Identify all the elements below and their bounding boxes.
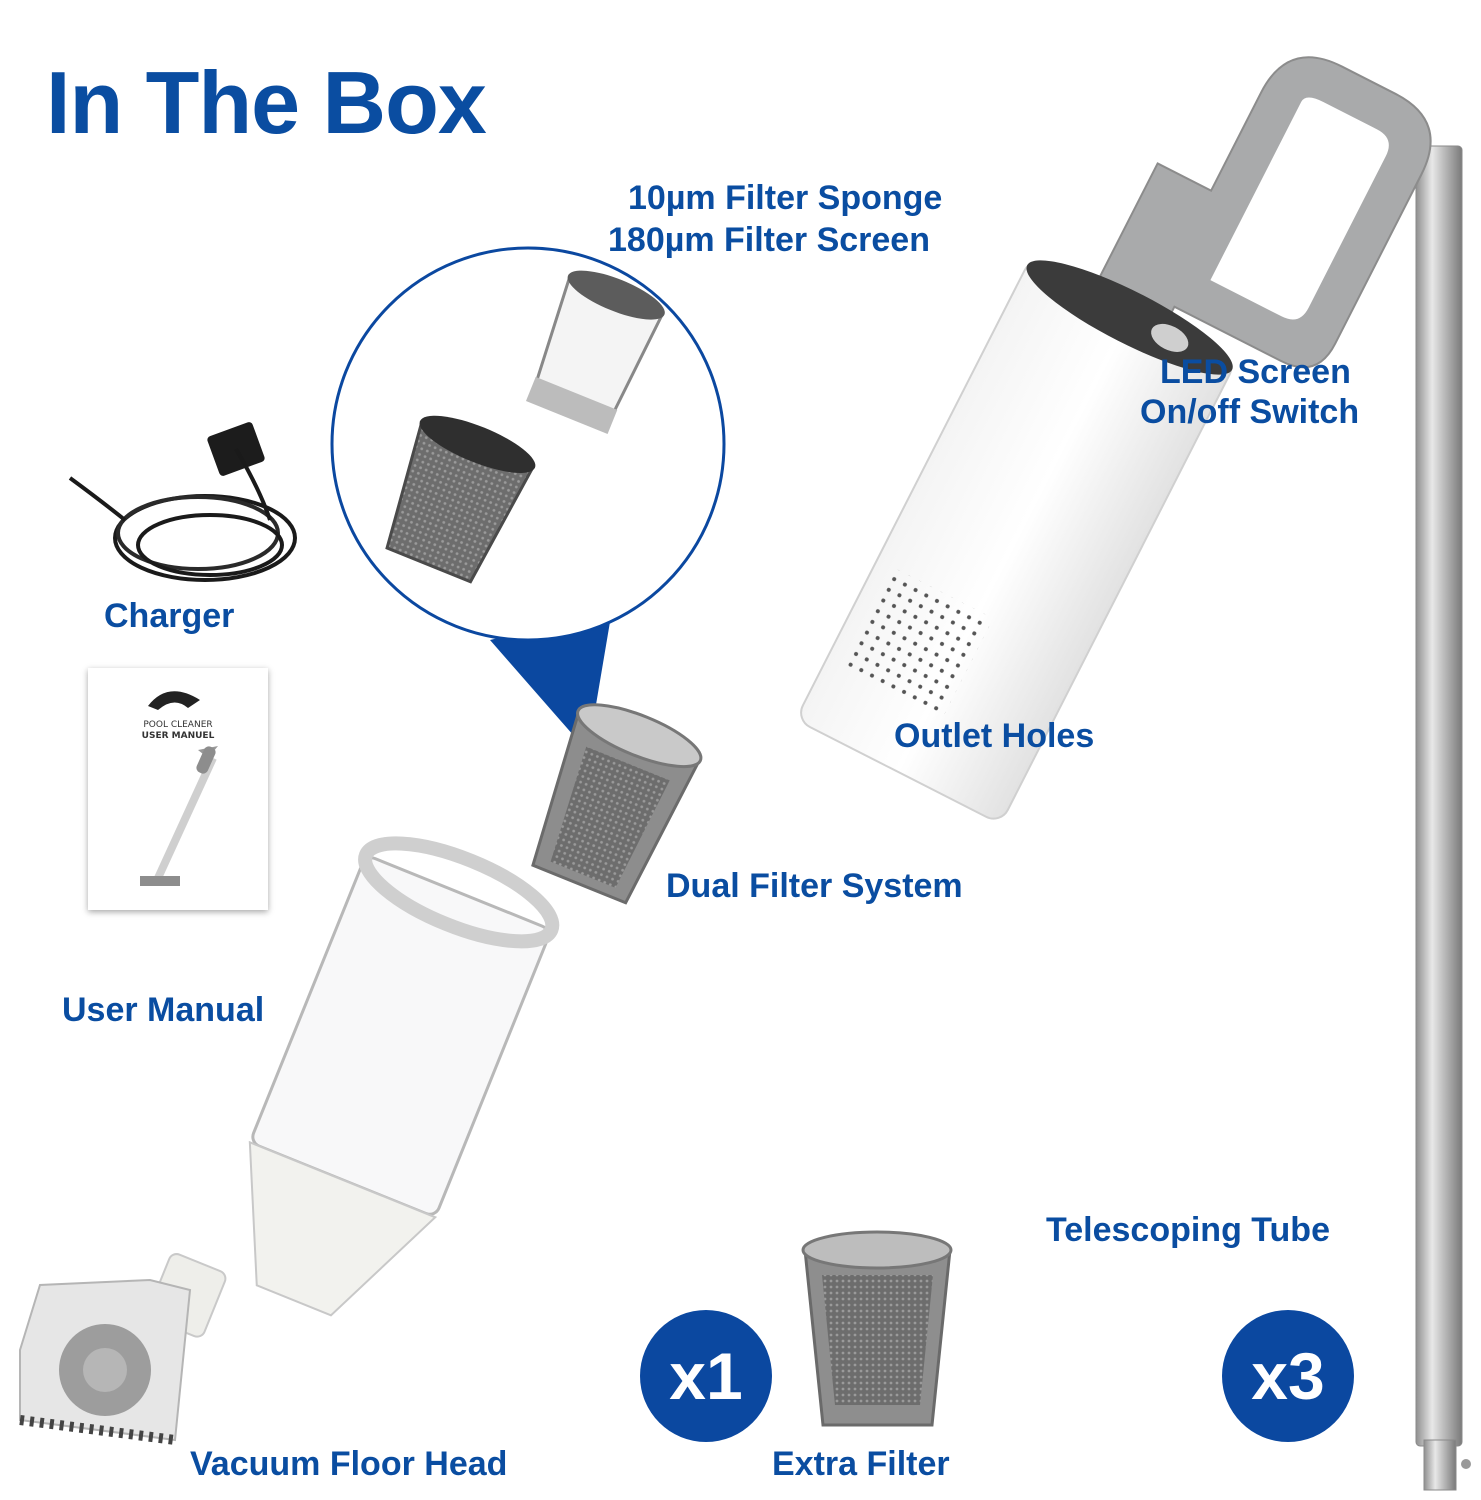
user-manual-booklet: POOL CLEANER USER MANUEL xyxy=(88,668,268,910)
manual-cover-line1: POOL CLEANER xyxy=(143,720,213,730)
label-filter-sponge: 10µm Filter Sponge xyxy=(628,179,943,217)
extra-filter-image xyxy=(801,1230,953,1427)
label-led-screen: LED Screen xyxy=(1160,353,1351,391)
vacuum-floor-head-image xyxy=(19,1253,227,1445)
label-charger: Charger xyxy=(104,597,235,635)
label-filter-screen: 180µm Filter Screen xyxy=(608,221,930,259)
dust-cup-image xyxy=(248,836,560,1317)
filter-zoom-circle xyxy=(330,246,726,752)
label-dual-filter: Dual Filter System xyxy=(666,867,963,905)
charger-image xyxy=(68,422,297,582)
label-user-manual: User Manual xyxy=(62,991,265,1029)
filter-quantity-badge: x1 xyxy=(640,1310,772,1442)
manual-cover-line2: USER MANUEL xyxy=(141,731,215,741)
manual-cover-art xyxy=(140,691,218,886)
telescoping-tube-image xyxy=(1415,145,1471,1491)
label-outlet-holes: Outlet Holes xyxy=(894,717,1095,755)
label-vacuum-floor-head: Vacuum Floor Head xyxy=(190,1445,508,1483)
vacuum-body-image xyxy=(800,56,1432,820)
dual-filter-image xyxy=(531,703,703,905)
manual-cover-text: POOL CLEANER USER MANUEL xyxy=(88,720,268,742)
label-telescoping-tube: Telescoping Tube xyxy=(1046,1211,1330,1249)
label-onoff-switch: On/off Switch xyxy=(1140,393,1360,431)
page-title: In The Box xyxy=(46,53,487,152)
label-extra-filter: Extra Filter xyxy=(772,1445,950,1483)
tube-quantity-badge: x3 xyxy=(1222,1310,1354,1442)
